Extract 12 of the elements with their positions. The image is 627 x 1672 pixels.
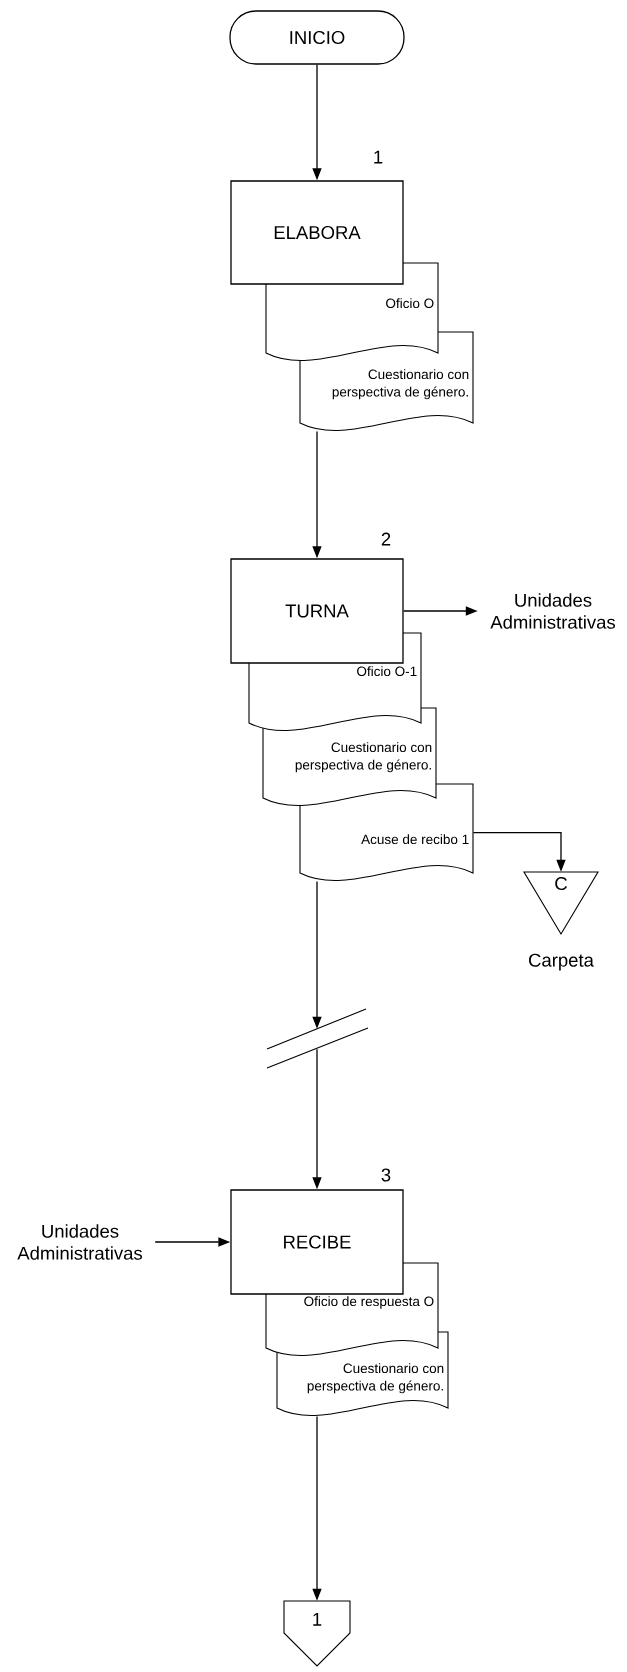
terminator: INICIO xyxy=(229,10,405,65)
step-number: 2 xyxy=(381,532,391,546)
break-mark xyxy=(266,1008,369,1069)
offpage-connector: 1 xyxy=(283,1600,351,1667)
process-box: TURNA xyxy=(230,558,404,664)
step-number: 1 xyxy=(374,150,383,164)
text-label: Unidades Administrativas xyxy=(17,1224,142,1260)
step-number: 3 xyxy=(381,1168,391,1182)
text-label: Unidades Administrativas xyxy=(490,593,615,629)
process-box: ELABORA xyxy=(230,180,404,285)
process-box: RECIBE xyxy=(230,1189,404,1295)
node-label: Carpeta xyxy=(529,953,594,971)
